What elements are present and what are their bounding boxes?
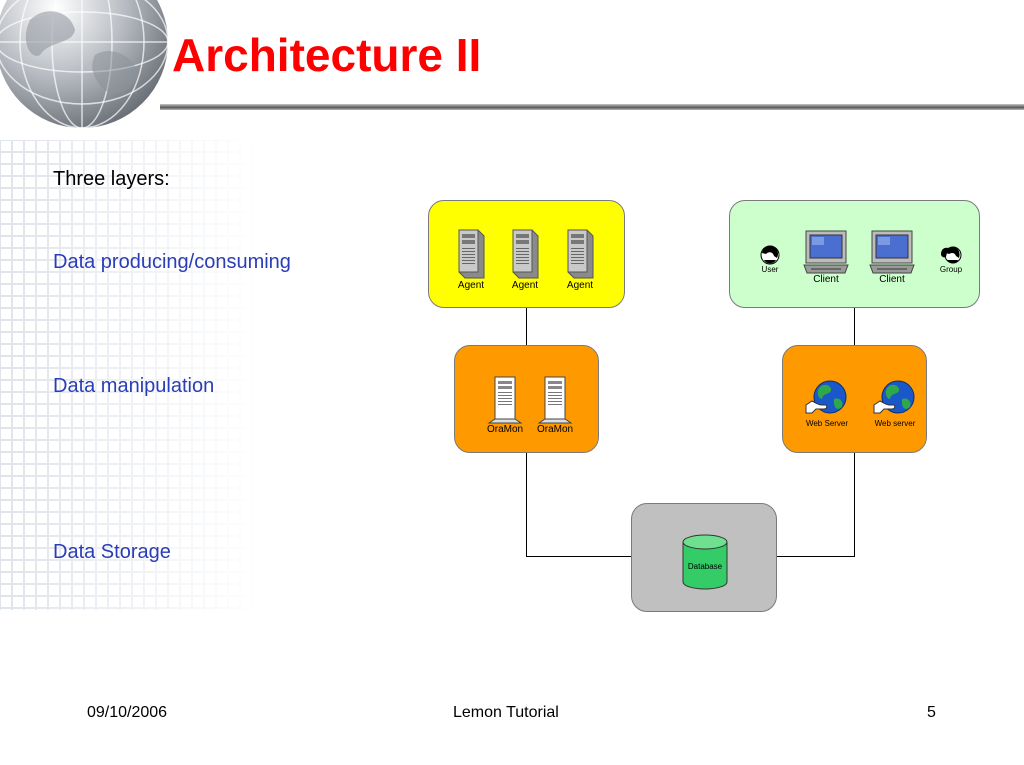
web-server-node: Web server	[867, 379, 923, 428]
agent-label: Agent	[457, 280, 485, 291]
user-label: User	[761, 265, 779, 274]
client-node: Client	[803, 230, 849, 285]
database-cylinder-icon	[682, 534, 728, 590]
connector-oramon-database	[526, 556, 631, 557]
layer-label-storage: Data Storage	[53, 541, 171, 563]
web-server-label: Web server	[874, 419, 916, 428]
layer-label-producing-consuming: Data producing/consuming	[53, 251, 291, 273]
oramon-node: OraMon	[537, 376, 573, 435]
client-node: Client	[869, 230, 915, 285]
client-label: Client	[879, 274, 905, 285]
group-node: Group	[936, 245, 966, 274]
web-server-label: Web Server	[805, 419, 849, 428]
web-server-box: Web Server Web server	[782, 345, 927, 453]
person-icon	[760, 245, 780, 265]
server-tower-icon	[512, 229, 539, 279]
server-tower-icon	[458, 229, 485, 279]
agent-label: Agent	[511, 280, 539, 291]
agent-node: Agent	[565, 226, 595, 291]
web-globe-icon	[873, 380, 915, 414]
oramon-label: OraMon	[487, 424, 524, 435]
connector-webserver-down	[854, 453, 855, 557]
web-server-node: Web Server	[799, 379, 855, 428]
agent-node: Agent	[510, 226, 540, 291]
client-label: Client	[813, 274, 839, 285]
intro-text: Three layers:	[53, 168, 170, 190]
database-node: Database	[682, 534, 728, 590]
connector-clients-webserver	[854, 308, 855, 345]
server-tower-icon	[567, 229, 594, 279]
oramon-node: OraMon	[487, 376, 523, 435]
computer-monitor-icon	[869, 230, 915, 274]
clients-box: User Client Client Group	[729, 200, 980, 308]
agent-label: Agent	[566, 280, 594, 291]
background-grid-decoration	[0, 140, 260, 610]
web-globe-icon	[805, 380, 847, 414]
slide-title: Architecture II	[172, 29, 482, 81]
connector-agents-oramon	[526, 308, 527, 345]
person-icon	[941, 246, 962, 264]
layer-label-manipulation: Data manipulation	[53, 375, 215, 397]
computer-monitor-icon	[803, 230, 849, 274]
footer-title: Lemon Tutorial	[453, 704, 559, 721]
globe-logo	[0, 0, 170, 140]
server-tower-icon	[487, 376, 523, 424]
database-label: Database	[687, 562, 723, 571]
title-underline	[160, 104, 1024, 110]
connector-oramon-down	[526, 453, 527, 557]
agents-box: Agent Agent Agent	[428, 200, 625, 308]
agent-node: Agent	[456, 226, 486, 291]
server-tower-icon	[537, 376, 573, 424]
database-box: Database	[631, 503, 777, 612]
footer-date: 09/10/2006	[87, 704, 168, 721]
oramon-label: OraMon	[537, 424, 574, 435]
oramon-box: OraMon OraMon	[454, 345, 599, 453]
user-node: User	[756, 245, 784, 274]
connector-webserver-database	[777, 556, 855, 557]
footer-page-number: 5	[927, 704, 936, 721]
group-label: Group	[939, 265, 963, 274]
